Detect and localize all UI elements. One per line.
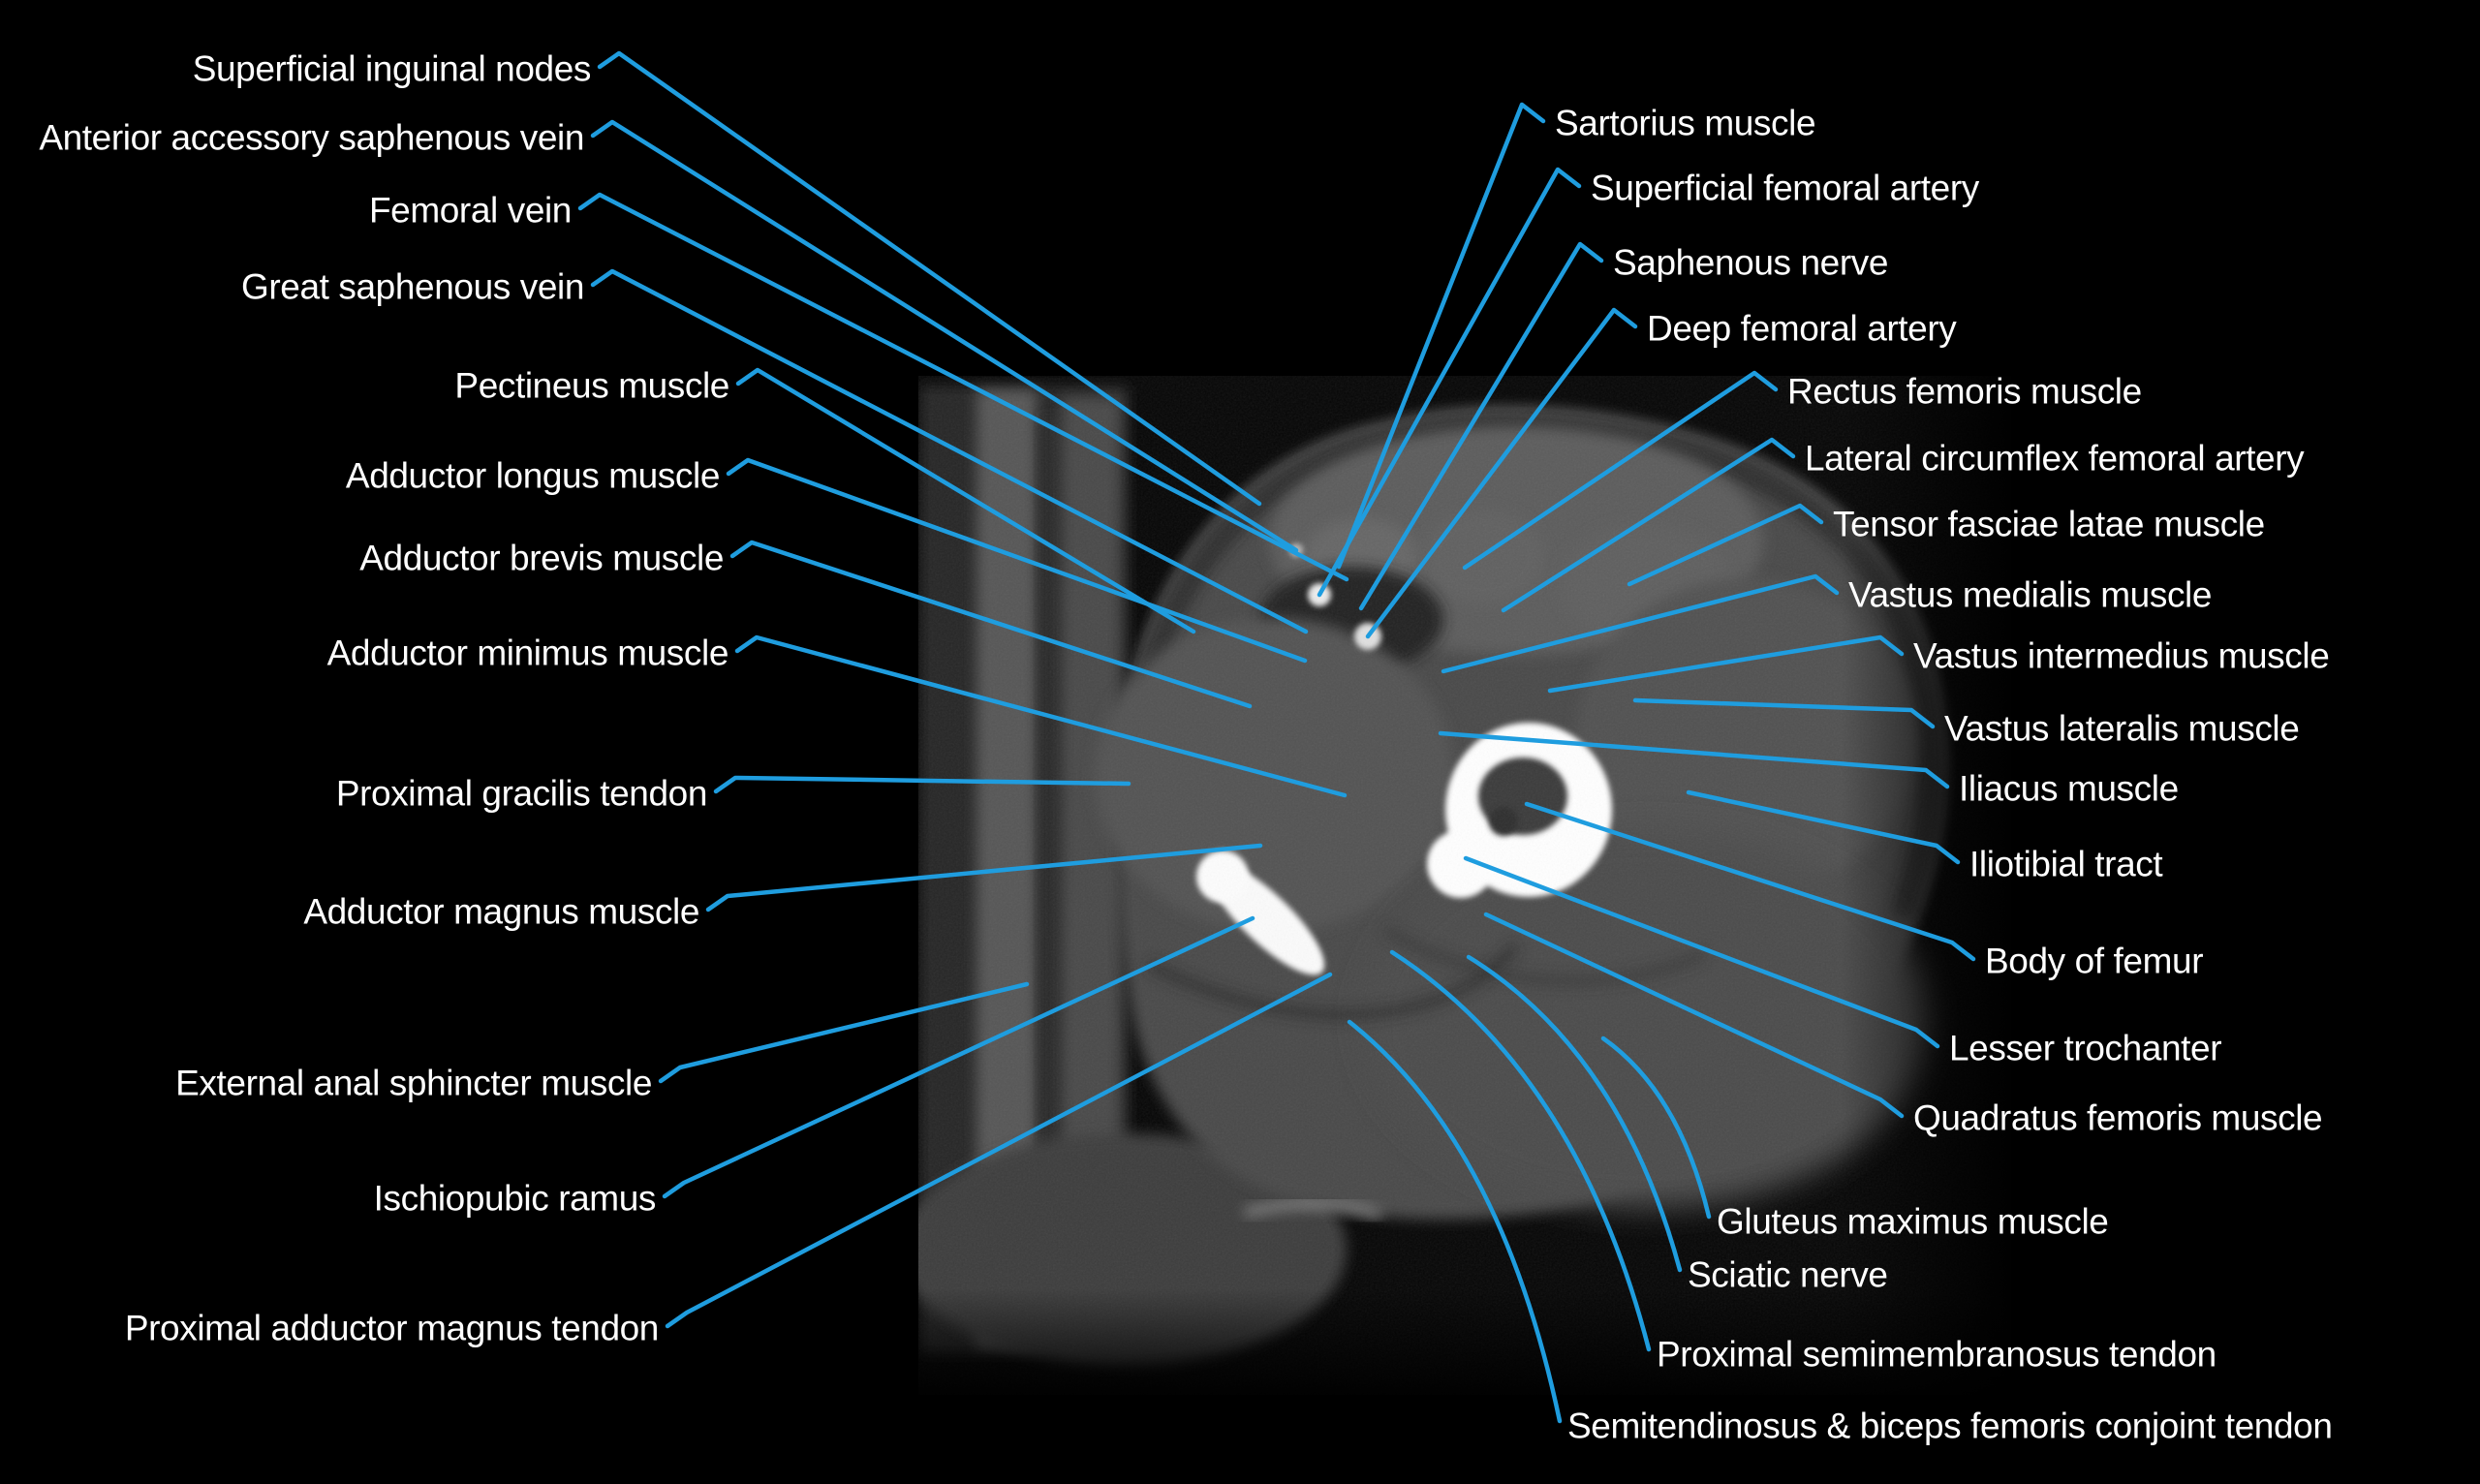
leader-lines-layer [577, 50, 1976, 1424]
leader-line [1389, 949, 1652, 1352]
leader-line [1365, 307, 1638, 639]
leader-line [1600, 1036, 1712, 1220]
leader-line [1483, 912, 1905, 1119]
leader-line [1347, 1019, 1563, 1424]
leader-line [1438, 730, 1950, 789]
leader-line [1358, 241, 1604, 611]
leader-line [1686, 789, 1961, 865]
leader-line [735, 367, 1196, 634]
leader-line [662, 915, 1256, 1199]
leader-line [729, 540, 1253, 709]
leader-line [1336, 102, 1546, 570]
leader-line [1501, 437, 1796, 613]
leader-line [713, 775, 1132, 794]
leader-line [1441, 573, 1840, 674]
leader-line [665, 972, 1333, 1329]
leader-line [1317, 167, 1582, 598]
leader-line [734, 634, 1348, 798]
leader-line [1462, 370, 1779, 571]
ct-noise [918, 376, 2011, 1395]
leader-line [590, 268, 1309, 634]
leader-line [597, 50, 1262, 507]
leader-line [1627, 503, 1824, 587]
leader-line [1466, 954, 1683, 1273]
right-edge-fade [1841, 376, 2011, 1395]
bottom-edge-fade [918, 1288, 2011, 1395]
leader-line [1632, 697, 1936, 729]
leader-line [726, 457, 1308, 664]
leader-line [1463, 855, 1940, 1049]
leader-line [1547, 634, 1905, 694]
leader-line [577, 192, 1349, 582]
leader-line [590, 119, 1299, 553]
leader-line [705, 843, 1263, 912]
leader-line [658, 981, 1030, 1084]
leader-line [1524, 801, 1976, 962]
